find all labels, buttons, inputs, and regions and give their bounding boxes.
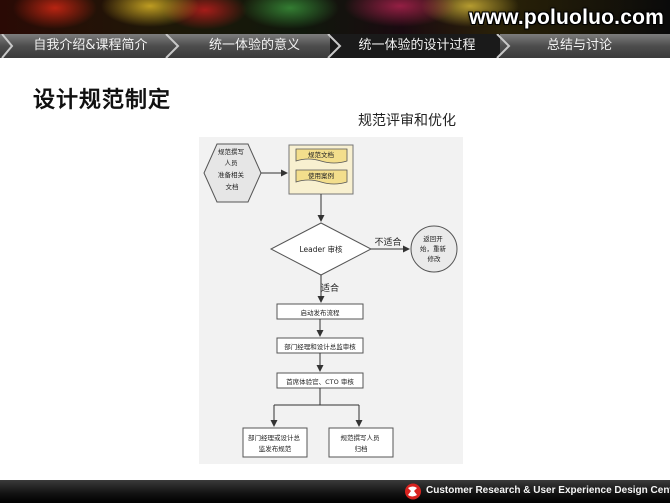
rework-label-2: 始，重新 [420,244,447,253]
nav-separators [1,34,511,58]
yes-branch-label: 适合 [321,282,339,294]
nav-bar: 自我介绍&课程简介 统一体验的意义 统一体验的设计过程 总结与讨论 [0,34,670,58]
top-banner: www.poluoluo.com [0,0,670,34]
svg-text:返回开 始，重新 修改: 返回开 始，重新 修改 [420,235,448,263]
site-watermark: www.poluoluo.com [469,6,664,29]
doc-usecase-label: 使用案例 [308,171,334,180]
doc-usecase-node [295,169,348,185]
flowchart: 规范撰写 人员 准备相关 文档 规范文档 使用案例 Leader 审核 不适合 … [199,137,463,464]
doc-spec-node [295,148,348,164]
step1-label: 启动发布流程 [301,308,341,317]
end-publish-spec [242,427,308,458]
rework-label-3: 修改 [428,254,442,263]
diagram-subtitle: 规范评审和优化 [358,113,456,129]
svg-text:规范撰写 人员 准备相关: 规范撰写 人员 准备相关 文档 [218,147,246,191]
end-archive [328,427,394,458]
start-label-1: 规范撰写 [218,147,244,156]
footer-bar: Customer Research & User Experience Desi… [0,480,670,503]
rework-node [410,225,458,273]
start-label-2: 人员 [224,159,238,167]
nav-item-intro[interactable]: 自我介绍&课程简介 [33,38,148,53]
page-title: 设计规范制定 [33,88,172,113]
footer-text: Customer Research & User Experience Desi… [426,485,670,496]
nav-item-meaning[interactable]: 统一体验的意义 [208,38,300,53]
end-right-label-1: 规范撰写人员 [340,433,380,442]
nav-active-highlight [330,34,500,58]
brand-logo-icon [405,483,421,500]
nav-item-design-process[interactable]: 统一体验的设计过程 [358,38,476,53]
step3-label: 首席体验官、CTO 审核 [286,377,354,386]
step2-label: 部门经理和设计总监审核 [284,342,356,351]
start-node [203,143,262,203]
svg-text:部门经理或设计总 监发布规范: 部门经理或设计总 监发布规范 [248,433,302,453]
start-label-3: 准备相关 [218,170,245,179]
svg-text:规范撰写人员 归档: 规范撰写人员 归档 [340,433,381,453]
end-left-label-1: 部门经理或设计总 [248,433,301,442]
start-label-4: 文档 [226,182,239,191]
end-left-label-2: 监发布规范 [259,444,292,453]
nav-item-summary[interactable]: 总结与讨论 [546,38,612,53]
decision-label: Leader 审核 [299,244,343,254]
end-right-label-2: 归档 [355,444,368,453]
no-branch-label: 不适合 [374,236,401,248]
doc-spec-label: 规范文档 [308,150,334,159]
rework-label-1: 返回开 [423,235,443,243]
